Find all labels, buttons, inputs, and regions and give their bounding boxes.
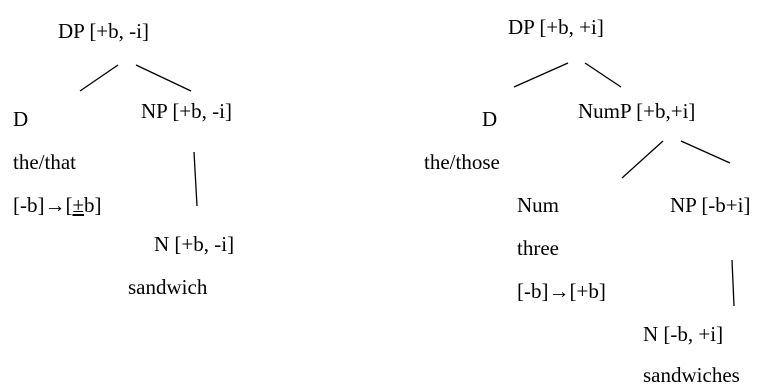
right-nump-to-np-branch — [680, 140, 731, 164]
right-d-node: D — [482, 107, 498, 131]
right-n-word: sandwiches — [643, 363, 740, 387]
left-d-feature-pre: [-b]→[ — [13, 193, 73, 217]
right-num-feature: [-b]→[+b] — [517, 279, 606, 303]
left-d-feature-pm: ± — [72, 193, 85, 217]
left-dp-to-np-branch — [135, 64, 192, 92]
left-dp-to-d-branch — [79, 64, 119, 92]
right-dp-to-nump-branch — [584, 62, 622, 88]
left-np-to-n-branch — [193, 151, 198, 207]
left-np-node: NP [+b, -i] — [141, 99, 232, 123]
right-dp-node: DP [+b, +i] — [508, 15, 604, 39]
right-n-node: N [-b, +i] — [643, 322, 724, 346]
right-dp-to-d-branch — [513, 62, 569, 88]
right-nump-to-num-branch — [621, 140, 664, 179]
right-nump-node: NumP [+b,+i] — [578, 99, 696, 123]
right-np-node: NP [-b+i] — [670, 193, 751, 217]
left-d-node: D — [13, 107, 29, 131]
right-d-word: the/those — [424, 150, 500, 174]
left-d-feature-post: b] — [84, 193, 102, 217]
right-np-to-n-branch — [731, 259, 735, 307]
right-num-word: three — [517, 236, 559, 260]
right-num-node: Num — [517, 193, 559, 217]
left-d-feature: [-b]→[±b] — [13, 193, 102, 217]
left-n-node: N [+b, -i] — [154, 232, 235, 256]
left-n-word: sandwich — [128, 275, 208, 299]
left-d-word: the/that — [13, 150, 76, 174]
left-dp-node: DP [+b, -i] — [58, 19, 149, 43]
